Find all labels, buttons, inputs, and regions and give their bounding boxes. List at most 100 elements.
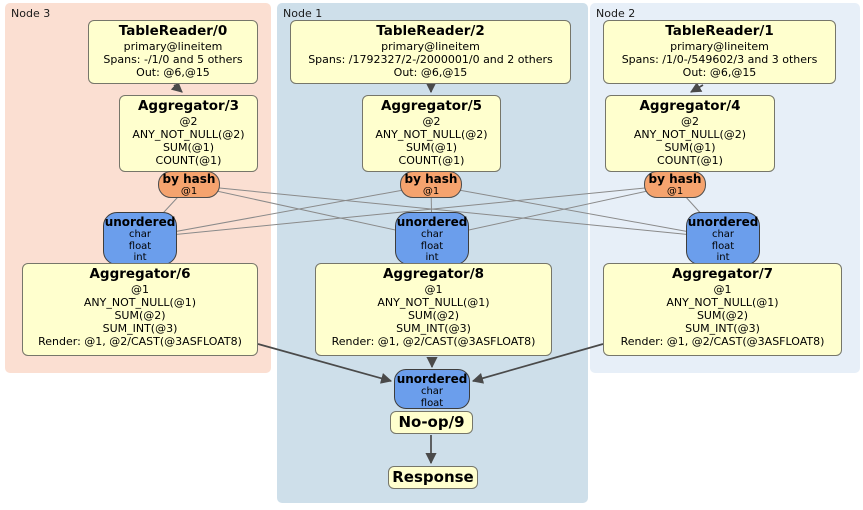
detail-line: Render: @1, @2/CAST(@3ASFLOAT8) [620,335,825,348]
router-by-hash-node1: by hash @1 [400,171,462,198]
processor-title: No-op/9 [398,413,465,431]
processor-title: Aggregator/6 [89,266,191,282]
router-title: by hash [404,172,458,186]
flow-edges [170,81,704,465]
sync-title: unordered [687,215,759,229]
sync-title: unordered [104,215,176,229]
detail-line: Spans: -/1/0 and 5 others [103,53,243,66]
detail-line: @1 [131,283,149,296]
processor-title: Aggregator/3 [137,98,240,114]
detail-line: Render: @1, @2/CAST(@3ASFLOAT8) [38,335,242,348]
detail-line: Out: @6,@15 [682,66,757,79]
response-box: Response [388,466,478,489]
detail-line: SUM(@2) [407,309,460,322]
detail-line: Out: @6,@15 [136,66,210,79]
detail-line: ANY_NOT_NULL(@1) [377,296,490,309]
router-detail: @1 [422,186,440,197]
detail-line: @2 [179,115,198,128]
detail-line: @2 [681,115,699,128]
detail-line: ANY_NOT_NULL(@1) [666,296,779,309]
processor-title: TableReader/2 [376,23,485,39]
processor-title: Aggregator/8 [382,266,485,282]
detail-line: char [711,229,735,240]
router-title: by hash [162,172,216,186]
detail-line: SUM_INT(@3) [102,322,178,335]
detail-line: ANY_NOT_NULL(@1) [83,296,197,309]
processor-noop-9: No-op/9 [390,411,473,434]
detail-line: ANY_NOT_NULL(@2) [132,128,245,141]
detail-line: char [420,229,444,240]
detail-line: SUM(@1) [162,141,215,154]
detail-line: int [716,252,730,263]
detail-line: int [425,252,439,263]
detail-line: SUM(@1) [664,141,716,154]
sync-title: unordered [396,372,468,386]
detail-line: SUM_INT(@3) [396,322,471,335]
detail-line: char [420,386,444,397]
detail-line: COUNT(@1) [398,154,465,167]
detail-line: primary@lineitem [670,40,769,53]
detail-line: float [420,240,444,252]
detail-line: float [128,240,152,252]
processor-title: Aggregator/4 [639,98,741,114]
detail-line: @1 [713,283,732,296]
processor-title: Aggregator/5 [380,98,483,114]
router-title: by hash [648,172,702,186]
detail-line: primary@lineitem [381,40,480,53]
detail-line: float [711,240,735,252]
router-detail: @1 [180,186,198,197]
detail-line: int [133,252,147,263]
node3-label: Node 3 [11,7,51,20]
response-title: Response [392,468,474,486]
detail-line: Spans: /1/0-/549602/3 and 3 others [621,53,818,66]
processor-title: Aggregator/7 [671,266,774,282]
processor-title: TableReader/1 [665,23,774,39]
router-by-hash-node2: by hash @1 [644,171,706,198]
detail-line: char [128,229,152,240]
detail-line: SUM(@2) [696,309,749,322]
processor-title: TableReader/0 [118,23,228,39]
node2-label: Node 2 [596,7,636,20]
router-by-hash-node3: by hash @1 [158,171,220,198]
detail-line: SUM_INT(@3) [685,322,760,335]
detail-line: Render: @1, @2/CAST(@3ASFLOAT8) [331,335,536,348]
detail-line: float [420,397,444,409]
detail-line: Out: @6,@15 [393,66,468,79]
detail-line: SUM(@1) [405,141,458,154]
detail-line: COUNT(@1) [155,154,222,167]
detail-line: primary@lineitem [123,40,223,53]
detail-line: SUM(@2) [114,309,166,322]
detail-line: @1 [424,283,443,296]
detail-line: @2 [422,115,441,128]
router-detail: @1 [666,186,684,197]
node1-label: Node 1 [283,7,323,20]
detail-line: ANY_NOT_NULL(@2) [633,128,747,141]
detail-line: COUNT(@1) [657,154,723,167]
